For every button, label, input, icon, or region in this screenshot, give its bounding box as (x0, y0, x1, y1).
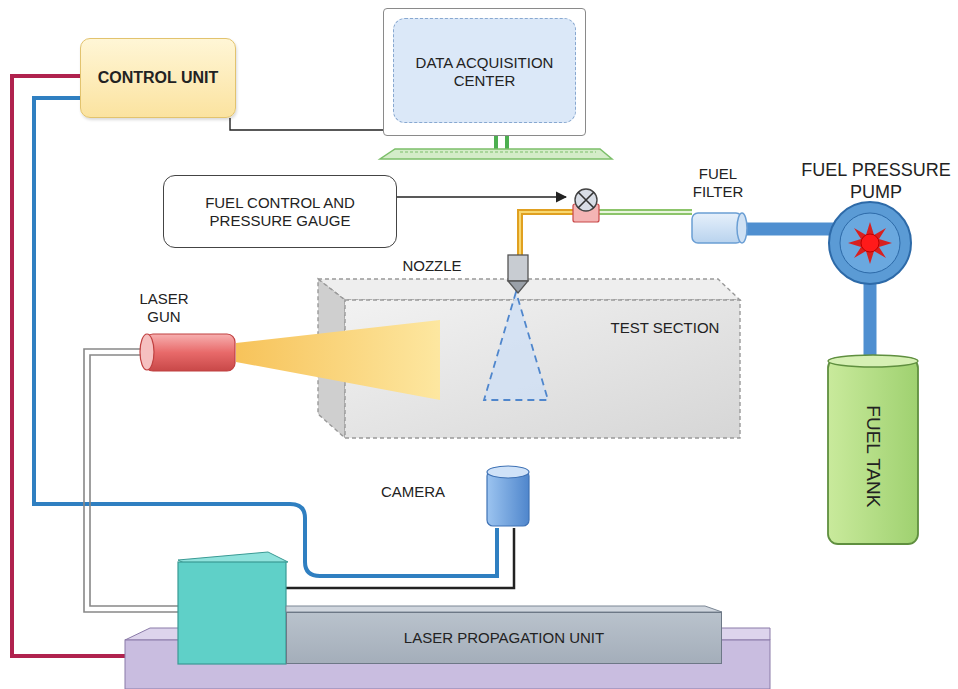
node-text: CONTROL UNIT (98, 68, 219, 87)
blue-wire (34, 98, 497, 576)
laser-gun-label: LASER GUN (128, 290, 200, 326)
fuel-pipes-part (598, 211, 692, 213)
pointer-arrow-part (397, 196, 566, 198)
nozzle-part (508, 255, 528, 281)
red-wire (12, 76, 128, 656)
laser-beam-part (236, 320, 440, 400)
pointer-arrow (397, 197, 566, 198)
red-wire-part (12, 76, 128, 656)
propagation-unit-box: LASER PROPAGATION UNIT (286, 612, 722, 664)
laser-cable-part (90, 355, 178, 606)
laser-block (178, 552, 288, 664)
node-text: DATA ACQUISITION CENTER (400, 54, 570, 90)
fuel-pump-part (848, 222, 892, 264)
monitor-stand-part (400, 152, 596, 153)
connector-line (230, 118, 383, 130)
nozzle-label: NOZZLE (392, 257, 472, 275)
laser-gun (140, 334, 235, 371)
node-text: TEST SECTION (611, 319, 720, 337)
connectors (230, 118, 383, 130)
fuel-tank-cylinder-part (828, 358, 918, 544)
black-wire-part (286, 528, 514, 588)
pump-label: FUEL PRESSURE PUMP (800, 160, 952, 203)
monitor-stand-part (494, 135, 498, 149)
fuel-pump-part (840, 213, 900, 273)
fuel-spray-part (484, 292, 548, 400)
fuel-filter-part (737, 213, 747, 243)
control-valve-part (575, 189, 597, 211)
fuel-filter (692, 213, 747, 243)
control-unit-box: CONTROL UNIT (80, 38, 236, 118)
fuel-control-box: FUEL CONTROL AND PRESSURE GAUGE (163, 175, 397, 248)
laser-cable-part (84, 349, 178, 612)
fuel-pipes-part (520, 212, 574, 256)
monitor-stand-part (505, 135, 509, 149)
node-text: FUEL TANK (862, 405, 885, 507)
filter-label: FUEL FILTER (682, 165, 754, 201)
fuel-pipes-part (598, 209, 692, 215)
control-valve-part (578, 192, 594, 208)
test-section-box-part (318, 279, 740, 300)
camera (487, 466, 529, 526)
fuel-pump-part (829, 202, 911, 284)
test-section-label-area: TEST SECTION (590, 300, 740, 356)
fuel-pipes-part (864, 282, 877, 362)
fuel-tank-cylinder (828, 355, 918, 544)
fuel-pipes-part (520, 212, 574, 256)
nozzle (508, 255, 528, 293)
laser-cable (84, 349, 178, 612)
node-text: FUEL CONTROL AND PRESSURE GAUGE (205, 194, 355, 230)
black-wire (286, 528, 514, 588)
laser-gun-part (145, 334, 235, 371)
fuel-filter-part (692, 213, 742, 243)
fuel-pump (829, 202, 911, 284)
nozzle-part (508, 281, 528, 293)
laser-gun-part (140, 334, 154, 370)
blue-wire-part (34, 98, 497, 576)
monitor-stand (380, 135, 612, 159)
control-valve (573, 189, 599, 222)
laser-beam (236, 320, 440, 400)
fuel-pump-part (861, 234, 879, 252)
laser-block-part (178, 562, 286, 664)
fuel-tank-box: FUEL TANK (828, 368, 918, 544)
node-text: LASER PROPAGATION UNIT (404, 629, 604, 647)
camera-label: CAMERA (368, 483, 458, 501)
fuel-tank-cylinder-part (828, 355, 918, 367)
camera-part (487, 466, 529, 478)
fuel-pipes-part (744, 223, 836, 236)
monitor-screen: DATA ACQUISITION CENTER (383, 8, 586, 136)
monitor-stand-part (380, 149, 612, 159)
fuel-spray (484, 292, 548, 400)
